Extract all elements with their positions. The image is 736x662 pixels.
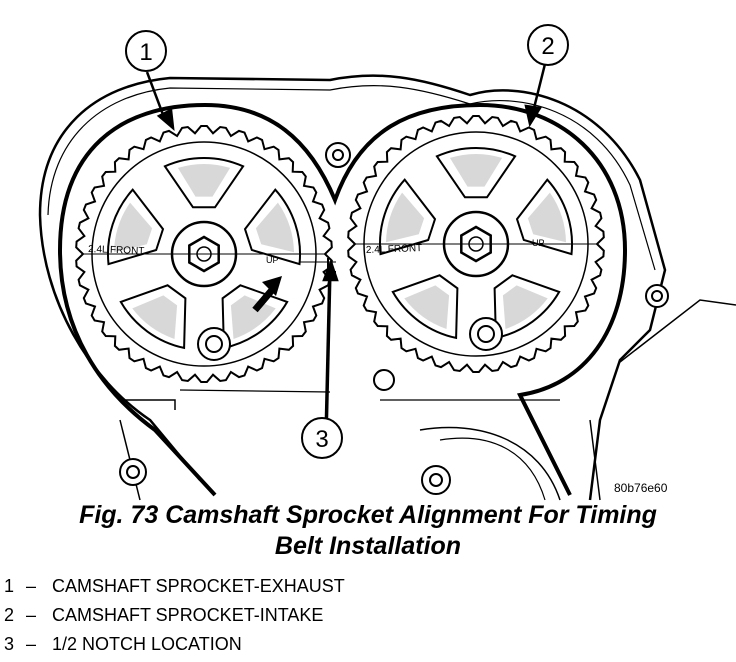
callout-leaders [145, 63, 547, 439]
cover-bolts [119, 142, 669, 495]
camshaft-sprocket-intake [347, 115, 605, 373]
legend: 1–CAMSHAFT SPROCKET-EXHAUST 2–CAMSHAFT S… [4, 572, 724, 659]
figure-code: 80b76e60 [614, 481, 668, 495]
camshaft-sprocket-diagram: 2.4L FRONT UP 2.4L FRONT UP 1 2 3 80b76e… [38, 24, 736, 501]
svg-text:1: 1 [139, 39, 152, 66]
callout-1: 1 [125, 30, 167, 72]
svg-text:3: 3 [315, 426, 328, 453]
caption-line-2: Belt Installation [274, 532, 462, 560]
legend-item: 3–1/2 NOTCH LOCATION [4, 634, 242, 654]
up-mark-right: UP [532, 238, 545, 248]
callout-3: 3 [301, 417, 343, 459]
front-mark-right: 2.4L FRONT [366, 243, 423, 256]
engine-cover-outline [38, 74, 736, 501]
legend-item: 1–CAMSHAFT SPROCKET-EXHAUST [4, 576, 345, 596]
svg-text:2: 2 [541, 33, 554, 60]
front-mark-left: 2.4L FRONT [88, 244, 145, 257]
figure-caption: Fig. 73 Camshaft Sprocket Alignment For … [0, 500, 736, 562]
up-mark-left: UP [266, 255, 279, 265]
camshaft-sprocket-exhaust [75, 125, 333, 383]
rotation-arrow-icon [252, 276, 282, 313]
callout-2: 2 [527, 24, 569, 66]
caption-line-1: Fig. 73 Camshaft Sprocket Alignment For … [79, 501, 657, 529]
legend-item: 2–CAMSHAFT SPROCKET-INTAKE [4, 605, 324, 625]
timing-belt [58, 102, 628, 497]
